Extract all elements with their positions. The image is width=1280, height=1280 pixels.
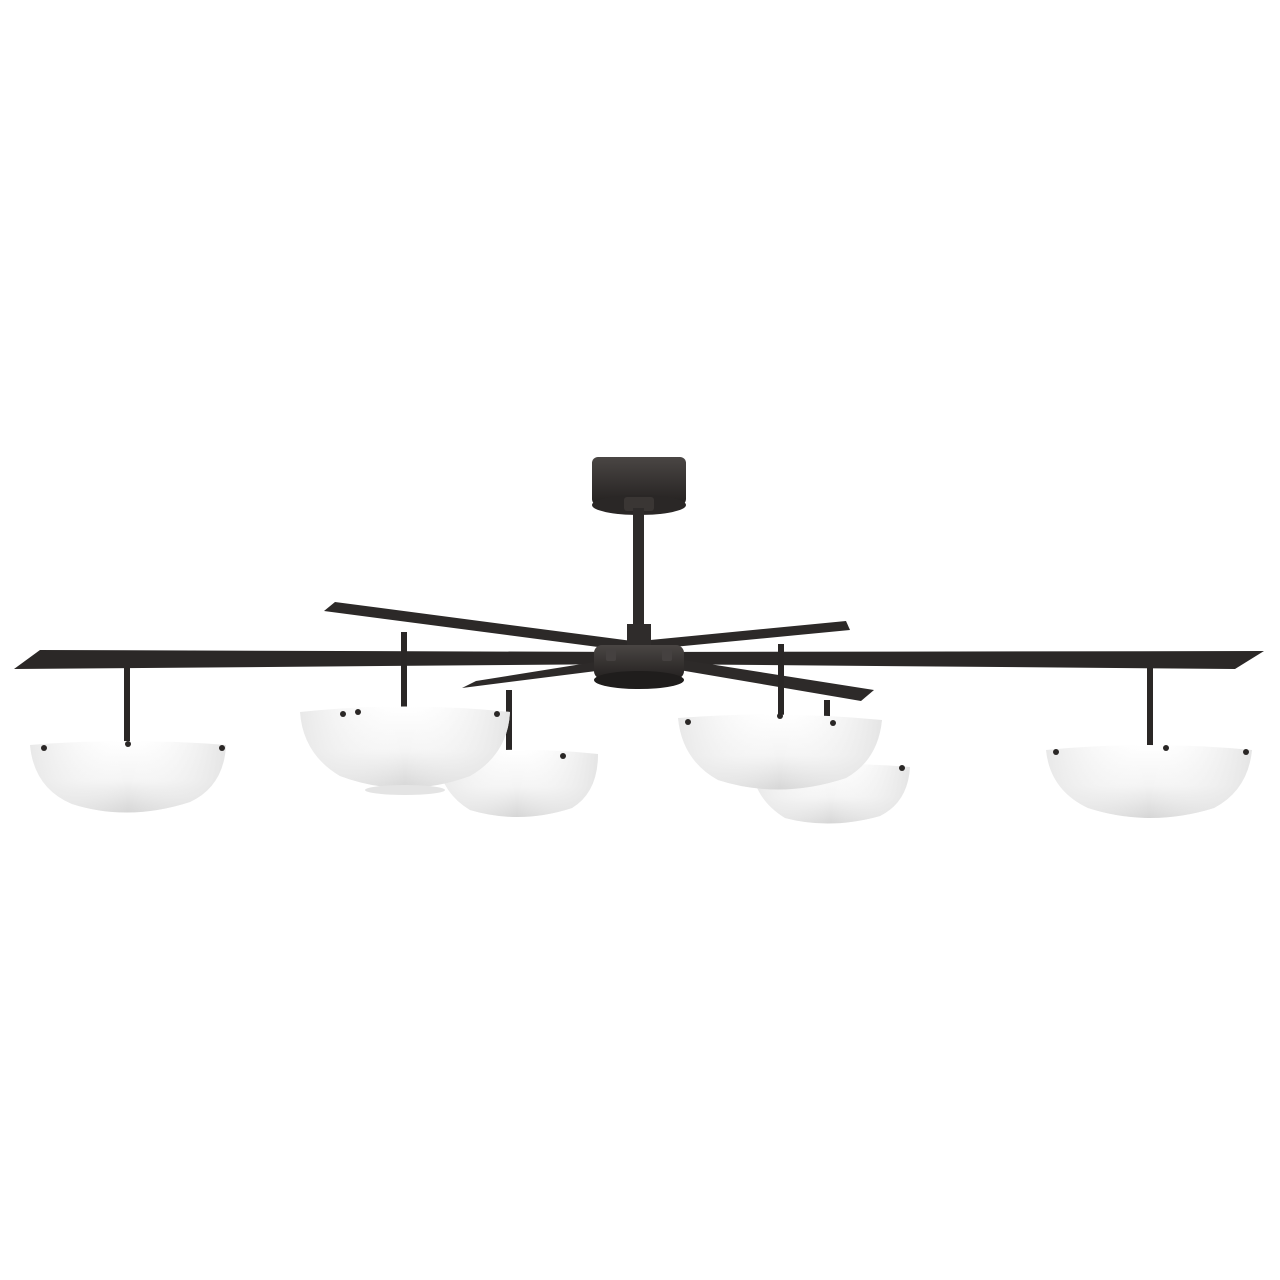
arm-back-left	[324, 602, 640, 652]
stem-2	[401, 632, 407, 712]
glass-shade-4	[678, 713, 882, 790]
glass-shade-6	[1046, 745, 1252, 818]
stem-4	[778, 644, 784, 716]
arm-front-right	[644, 654, 874, 701]
glass-shade-1	[30, 741, 226, 813]
long-arms	[14, 650, 1264, 669]
arm-long-left	[14, 650, 640, 669]
downrod	[633, 508, 644, 636]
arm-front-left	[462, 656, 636, 688]
back-arms	[324, 602, 850, 652]
arm-back-right	[640, 621, 850, 650]
center-hub	[594, 624, 684, 689]
front-arms	[462, 654, 874, 701]
stem-1	[124, 668, 130, 744]
stem-6	[1147, 668, 1153, 748]
arm-long-right	[640, 651, 1264, 669]
ceiling-canopy	[592, 457, 686, 515]
glass-shade-2	[300, 706, 510, 795]
